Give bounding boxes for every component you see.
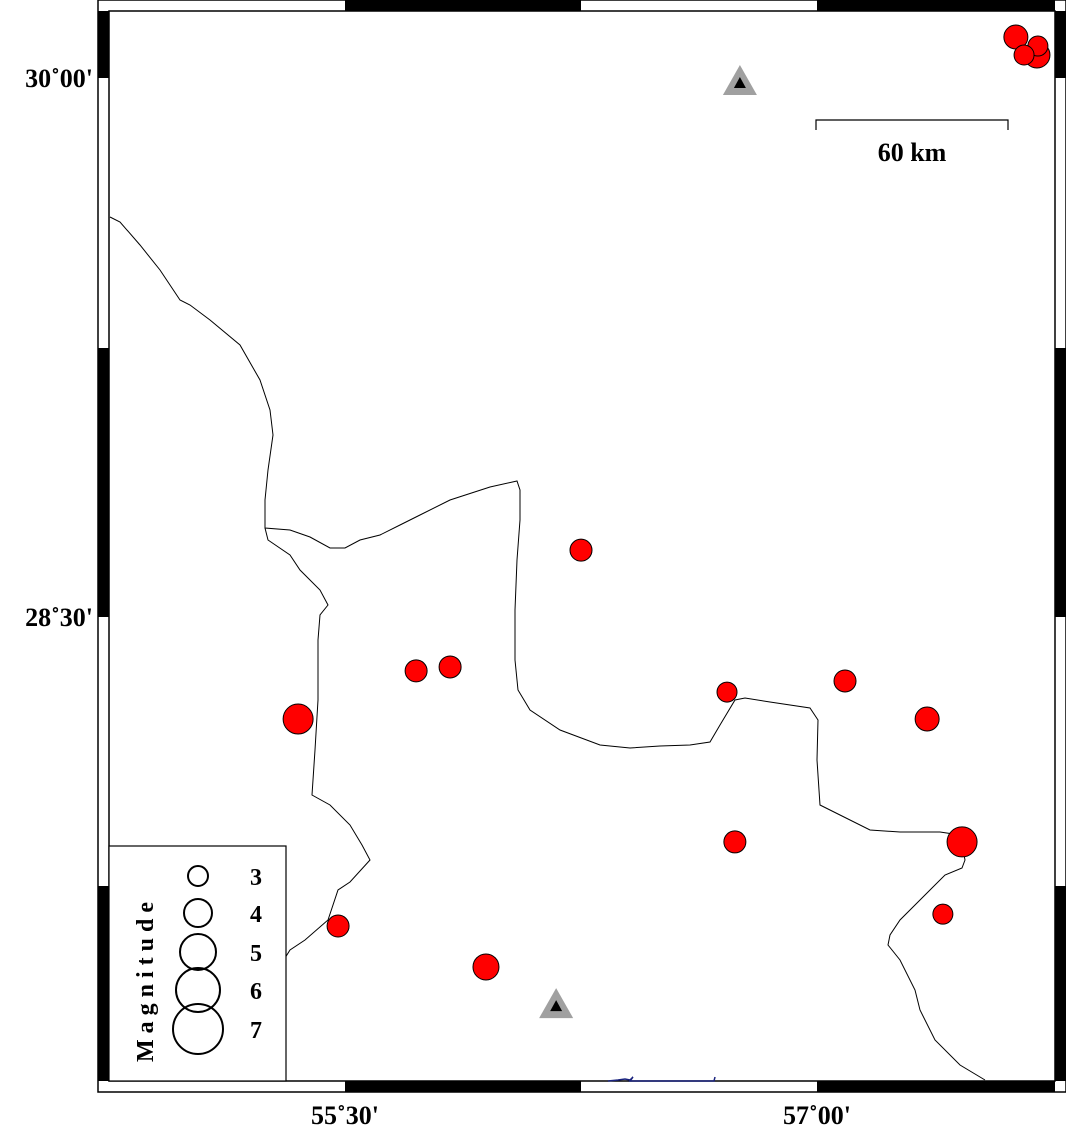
earthquake-event bbox=[326, 914, 350, 938]
legend-magnitude-label: 4 bbox=[250, 902, 262, 928]
earthquake-event bbox=[472, 953, 500, 981]
earthquake-event bbox=[438, 655, 462, 679]
legend-circle bbox=[183, 898, 213, 928]
earthquake-event bbox=[716, 681, 738, 703]
legend-magnitude-label: 6 bbox=[250, 979, 262, 1005]
earthquake-event bbox=[833, 669, 857, 693]
scale-bar-label: 60 km bbox=[878, 138, 947, 167]
legend-title: Magnitude bbox=[133, 896, 159, 1062]
earthquake-event bbox=[723, 830, 747, 854]
lon-label-57-00: 57˚00' bbox=[783, 1101, 851, 1130]
station-triangle-icon bbox=[539, 988, 574, 1019]
legend-magnitude-label: 5 bbox=[250, 941, 262, 967]
legend-circle bbox=[175, 967, 221, 1013]
legend-circle bbox=[172, 1003, 224, 1055]
magnitude-legend: Magnitude 3 4 5 6 7 bbox=[108, 845, 287, 1082]
earthquake-event bbox=[282, 703, 314, 735]
earthquake-event bbox=[569, 538, 593, 562]
coastline bbox=[607, 1076, 716, 1082]
legend-circle bbox=[187, 865, 209, 887]
earthquake-event bbox=[914, 706, 940, 732]
province-border-branch bbox=[264, 527, 371, 959]
earthquake-event bbox=[1013, 44, 1035, 66]
earthquake-event bbox=[404, 659, 428, 683]
map-content bbox=[109, 216, 986, 1082]
lat-label-30-00: 30˚00' bbox=[25, 64, 93, 93]
legend-magnitude-label: 3 bbox=[250, 865, 262, 891]
earthquake-event bbox=[946, 826, 978, 858]
earthquake-events bbox=[282, 24, 1051, 981]
legend-magnitude-label: 7 bbox=[250, 1018, 262, 1044]
seismic-stations bbox=[539, 64, 757, 1019]
station-triangle-icon bbox=[722, 64, 757, 95]
earthquake-event bbox=[932, 903, 954, 925]
province-border bbox=[109, 216, 986, 1081]
lon-label-55-30: 55˚30' bbox=[311, 1101, 379, 1130]
scale-bar: 60 km bbox=[815, 119, 1009, 167]
legend-circle bbox=[179, 933, 217, 971]
lat-label-28-30: 28˚30' bbox=[25, 603, 93, 632]
